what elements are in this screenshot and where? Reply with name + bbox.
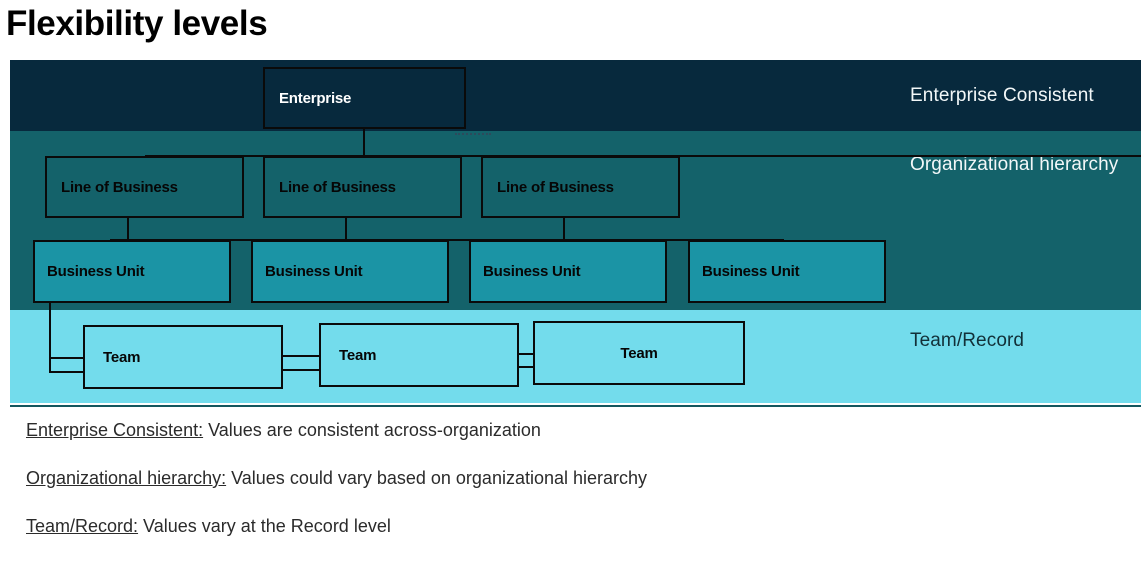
legend-item-team-record: Team/Record: Values vary at the Record l… bbox=[26, 516, 1116, 537]
connector-team-link-2 bbox=[281, 355, 321, 357]
band-label-enterprise-consistent: Enterprise Consistent bbox=[910, 85, 1094, 106]
connector-enterprise-stem bbox=[363, 129, 365, 157]
connector-bu-stem-3 bbox=[563, 218, 565, 241]
connector-team-link-1b bbox=[49, 371, 93, 373]
node-business-unit-1[interactable]: Business Unit bbox=[33, 240, 231, 303]
node-enterprise-label: Enterprise bbox=[279, 89, 352, 107]
node-business-unit-3[interactable]: Business Unit bbox=[469, 240, 667, 303]
legend-term-enterprise-consistent: Enterprise Consistent: bbox=[26, 420, 204, 440]
legend-desc-team-record: Values vary at the Record level bbox=[138, 516, 391, 536]
node-team-3[interactable]: Team bbox=[533, 321, 745, 385]
connector-team-link-2b bbox=[281, 369, 321, 371]
node-line-of-business-2-label: Line of Business bbox=[279, 178, 396, 196]
connector-bu-stem-1 bbox=[127, 218, 129, 241]
node-business-unit-4[interactable]: Business Unit bbox=[688, 240, 886, 303]
legend-desc-organizational-hierarchy: Values could vary based on organizationa… bbox=[226, 468, 648, 488]
node-line-of-business-3[interactable]: Line of Business bbox=[481, 156, 680, 218]
node-business-unit-2[interactable]: Business Unit bbox=[251, 240, 449, 303]
connector-team-link-3b bbox=[507, 366, 545, 368]
node-business-unit-1-label: Business Unit bbox=[47, 263, 145, 280]
node-team-3-label: Team bbox=[620, 344, 658, 362]
node-business-unit-2-label: Business Unit bbox=[265, 263, 363, 280]
connector-bu-stem-2 bbox=[345, 218, 347, 241]
legend-item-enterprise-consistent: Enterprise Consistent: Values are consis… bbox=[26, 420, 1116, 441]
band-enterprise-consistent bbox=[10, 60, 1141, 131]
legend-item-organizational-hierarchy: Organizational hierarchy: Values could v… bbox=[26, 468, 1116, 489]
node-line-of-business-1[interactable]: Line of Business bbox=[45, 156, 244, 218]
node-team-2[interactable]: Team bbox=[319, 323, 519, 387]
node-team-1[interactable]: Team bbox=[83, 325, 283, 389]
legend-desc-enterprise-consistent: Values are consistent across-organizatio… bbox=[203, 420, 541, 440]
page-title: Flexibility levels bbox=[6, 4, 268, 43]
node-business-unit-3-label: Business Unit bbox=[483, 263, 581, 280]
band-label-organizational-hierarchy: Organizational hierarchy bbox=[910, 154, 1119, 175]
connector-team-link-1 bbox=[49, 357, 93, 359]
connector-team-elbow-1 bbox=[49, 357, 51, 373]
legend-term-team-record: Team/Record: bbox=[26, 516, 139, 536]
legend: Enterprise Consistent: Values are consis… bbox=[26, 420, 1116, 564]
connector-team-link-3 bbox=[507, 353, 545, 355]
node-team-1-label: Team bbox=[103, 348, 141, 366]
band-label-team-record: Team/Record bbox=[910, 330, 1025, 351]
flexibility-levels-diagram: Enterprise Consistent Organizational hie… bbox=[10, 60, 1141, 407]
connector-team-stem-1 bbox=[49, 303, 51, 359]
node-enterprise[interactable]: Enterprise bbox=[263, 67, 466, 129]
node-team-2-label: Team bbox=[339, 346, 377, 364]
legend-term-organizational-hierarchy: Organizational hierarchy: bbox=[26, 468, 227, 488]
node-line-of-business-2[interactable]: Line of Business bbox=[263, 156, 462, 218]
node-business-unit-4-label: Business Unit bbox=[702, 263, 800, 280]
node-line-of-business-1-label: Line of Business bbox=[61, 178, 178, 196]
node-line-of-business-3-label: Line of Business bbox=[497, 178, 614, 196]
dotted-marker bbox=[455, 133, 491, 135]
